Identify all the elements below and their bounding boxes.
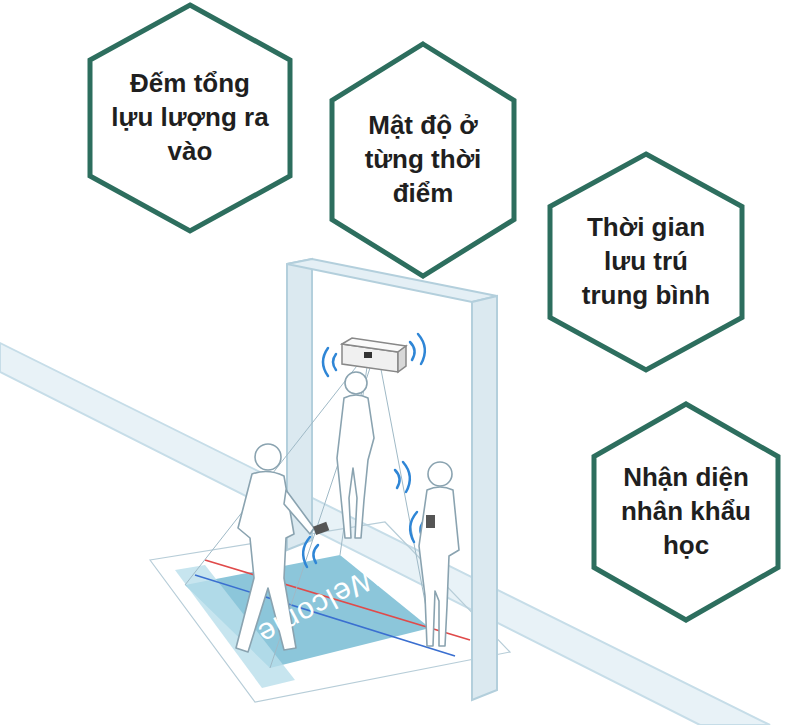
node-text: Mật độ ở từng thời điểm: [349, 109, 497, 210]
node-text: Thời gian lưu trú trung bình: [571, 211, 721, 312]
door-post-right: [472, 296, 497, 700]
door-beam: [287, 259, 497, 302]
sensor-cone: [185, 360, 430, 668]
hexagon-node: Đếm tổng lựu lượng ra vào: [87, 2, 293, 234]
people: [236, 372, 459, 652]
node-text: Đếm tổng lựu lượng ra vào: [107, 67, 273, 168]
sensor-device: [342, 338, 406, 372]
hexagon-shape: [90, 5, 290, 231]
hexagon-node: Mật độ ở từng thời điểm: [329, 41, 517, 279]
signal-waves: [303, 334, 425, 567]
hexagon-node: Nhận diện nhân khẩu học: [591, 401, 781, 623]
hexagon-node: Thời gian lưu trú trung bình: [547, 151, 745, 373]
hexagon-shape: [594, 404, 778, 620]
hexagon-shape: [550, 154, 742, 370]
hexagon-shape: [332, 44, 514, 276]
node-text: Nhận diện nhân khẩu học: [611, 461, 761, 562]
